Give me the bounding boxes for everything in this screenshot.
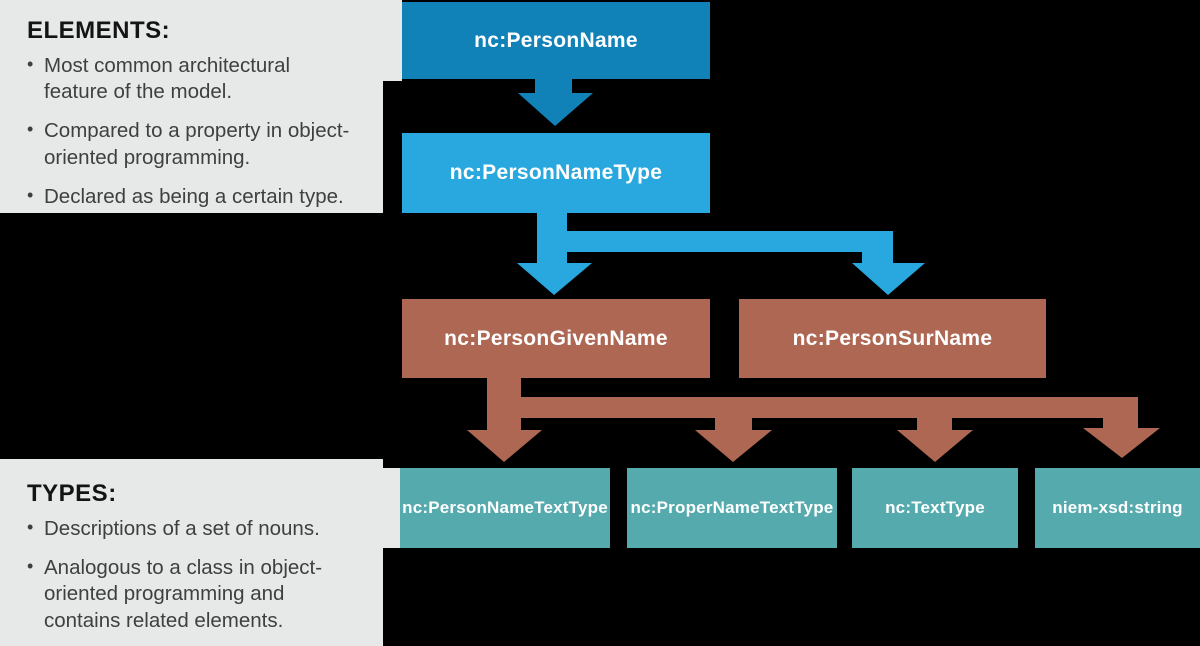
types-bullet: • Descriptions of a set of nouns.	[27, 516, 365, 542]
node-person-name-type: nc:PersonNameType	[402, 133, 710, 213]
node-text-type: nc:TextType	[852, 468, 1018, 548]
node-person-sur-name: nc:PersonSurName	[739, 299, 1046, 378]
elements-bullet-list: • Most common architectural feature of t…	[27, 53, 359, 210]
elements-bullet-text: Declared as being a certain type.	[44, 184, 344, 208]
bullet-dot-icon: •	[27, 517, 34, 537]
node-proper-name-text-type: nc:ProperNameTextType	[627, 468, 837, 548]
types-heading: TYPES:	[27, 480, 117, 507]
node-person-name: nc:PersonName	[402, 2, 710, 79]
node-person-name-text-type: nc:PersonNameTextType	[400, 468, 610, 548]
bullet-dot-icon: •	[27, 54, 34, 74]
types-bullet-text: Descriptions of a set of nouns.	[44, 517, 320, 540]
bullet-dot-icon: •	[27, 119, 34, 140]
types-bullet-list: • Descriptions of a set of nouns. • Anal…	[27, 516, 365, 634]
elements-bullet-text: Compared to a property in object-oriente…	[44, 119, 350, 169]
elements-bullet: • Compared to a property in object-orien…	[27, 118, 359, 170]
elements-bullet: • Declared as being a certain type.	[27, 184, 359, 210]
elements-bullet-text: Most common architectural feature of the…	[44, 54, 291, 104]
arrow-down-icon	[518, 79, 593, 126]
types-panel: TYPES: • Descriptions of a set of nouns.…	[0, 459, 383, 646]
elements-bullet: • Most common architectural feature of t…	[27, 53, 359, 105]
types-bullet: • Analogous to a class in object-oriente…	[27, 555, 365, 634]
branch-arrow-down-icon	[517, 212, 925, 295]
elements-heading: ELEMENTS:	[27, 17, 171, 44]
bullet-dot-icon: •	[27, 184, 34, 205]
bullet-dot-icon: •	[27, 556, 34, 577]
node-person-given-name: nc:PersonGivenName	[402, 299, 710, 378]
node-niem-xsd-string: niem-xsd:string	[1035, 468, 1200, 548]
types-bullet-text: Analogous to a class in object-oriented …	[44, 556, 323, 632]
elements-panel: ELEMENTS: • Most common architectural fe…	[0, 0, 383, 213]
multi-branch-arrow-down-icon	[467, 378, 1160, 462]
